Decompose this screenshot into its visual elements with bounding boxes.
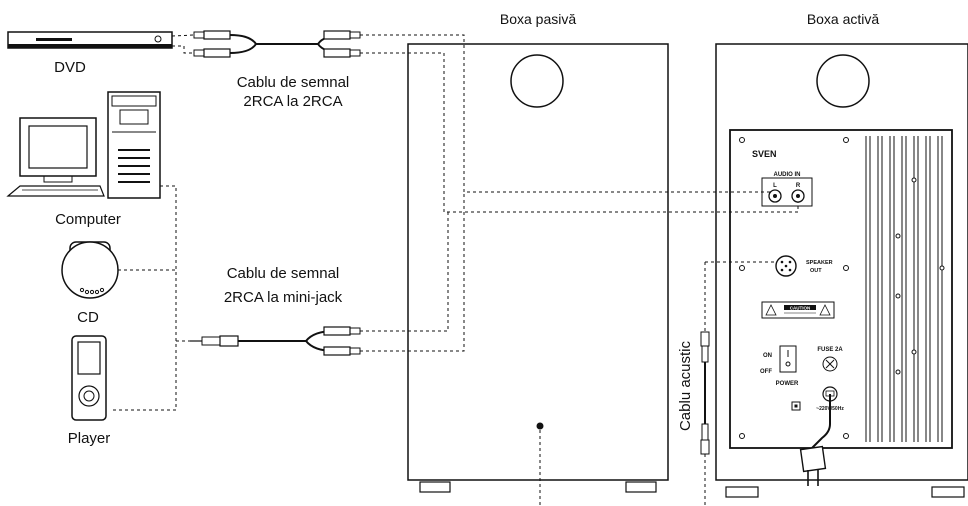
signal-routes: [112, 34, 799, 506]
rca-minijack-cable: [190, 326, 361, 356]
player-label: Player: [68, 430, 111, 447]
power-plug: [799, 394, 831, 486]
caution-label: CAUTION: [790, 306, 811, 311]
brand-label: SVEN: [752, 149, 777, 159]
dvd-player: [7, 31, 173, 49]
speaker-cable: [700, 261, 776, 506]
active-speaker-title: Boxa activă: [807, 11, 880, 27]
audio-in-label: AUDIO IN: [774, 172, 801, 178]
dvd-label: DVD: [54, 59, 86, 76]
minijack-cable-label-2: 2RCA la mini-jack: [224, 289, 343, 306]
cd-player-icon: [61, 241, 119, 299]
passive-speaker: [407, 43, 669, 493]
speaker-out-label-1: SPEAKER: [806, 260, 833, 266]
off-label: OFF: [760, 369, 772, 375]
rca-cable-label-2: 2RCA la 2RCA: [243, 93, 342, 110]
on-label: ON: [763, 353, 772, 359]
cd-label: CD: [77, 309, 99, 326]
computer-icon: [6, 91, 161, 199]
rca-cable-label-1: Cablu de semnal: [237, 74, 350, 91]
passive-speaker-title: Boxa pasivă: [500, 11, 576, 27]
audio-in-r-label: R: [796, 183, 801, 189]
speaker-out-label-2: OUT: [810, 268, 822, 274]
speaker-cable-label: Cablu acustic: [677, 340, 694, 431]
rear-panel: [729, 129, 953, 449]
power-label: POWER: [776, 381, 799, 387]
fuse-label: FUSE 2A: [817, 347, 843, 353]
portable-player-icon: [71, 335, 107, 421]
minijack-cable-label-1: Cablu de semnal: [227, 265, 340, 282]
audio-in-l-label: L: [773, 183, 777, 189]
computer-label: Computer: [55, 211, 121, 228]
rca-rca-cable: [193, 30, 361, 58]
